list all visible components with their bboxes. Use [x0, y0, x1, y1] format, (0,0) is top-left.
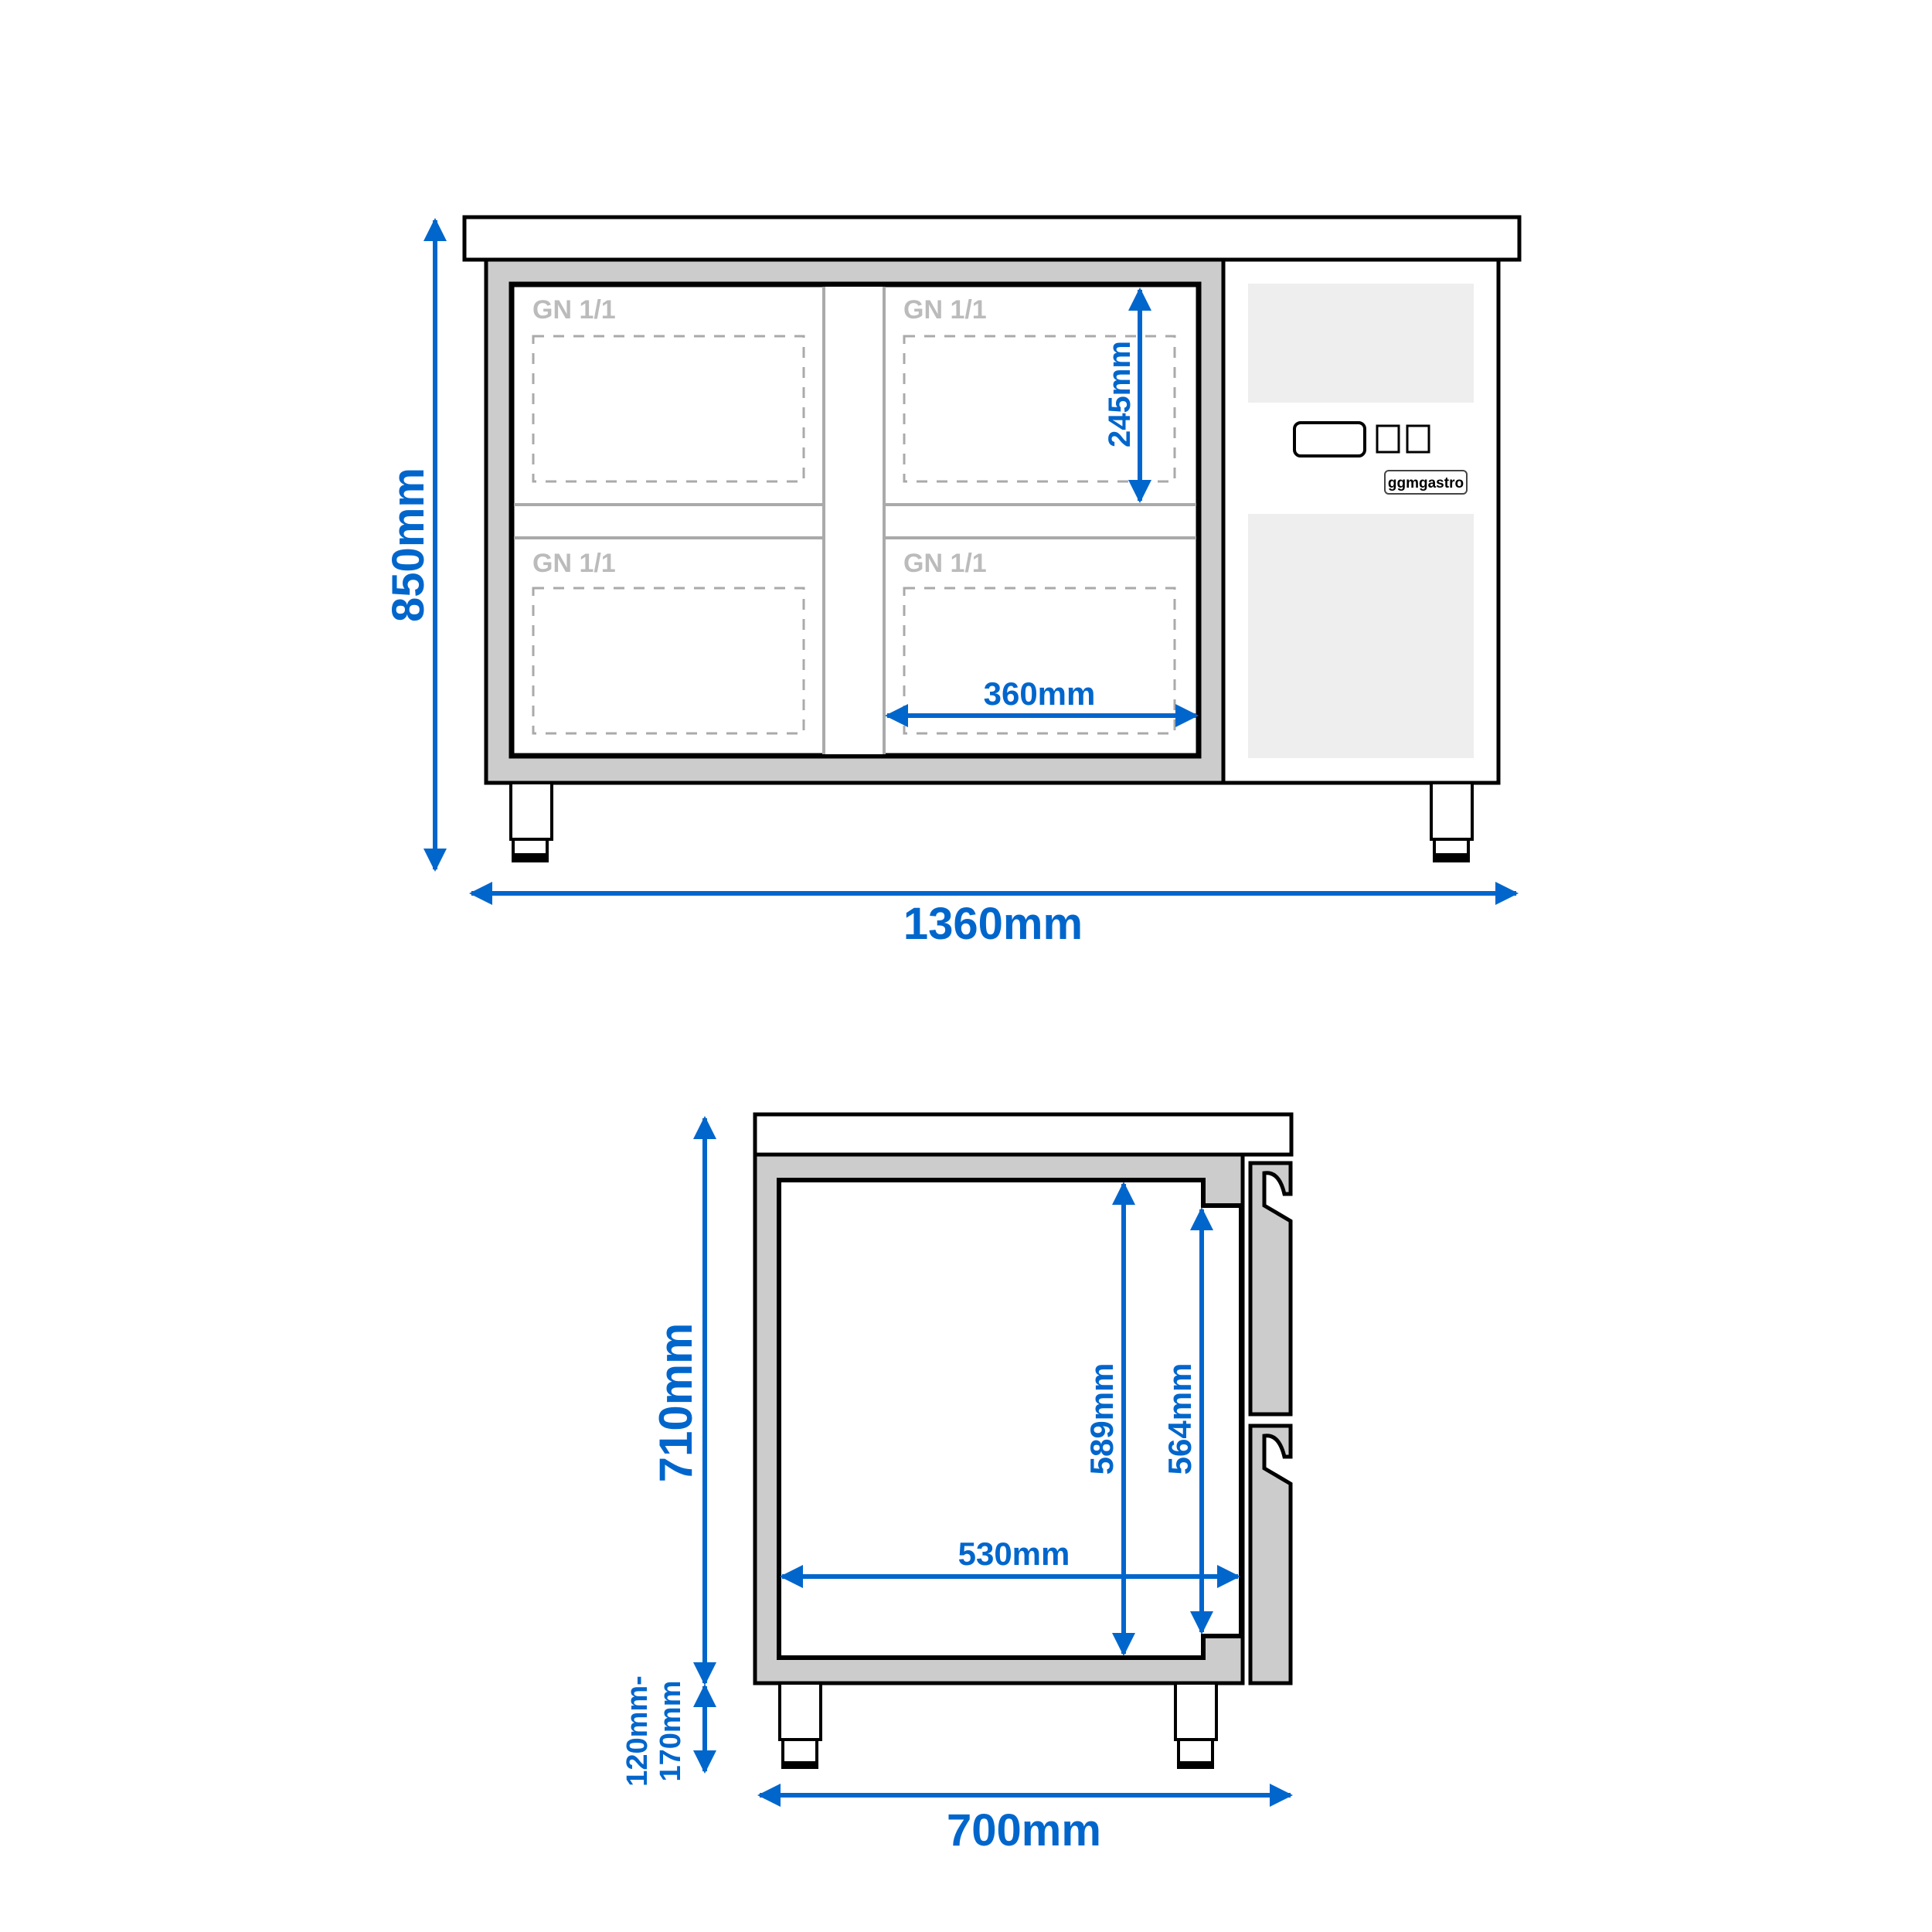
temperature-display — [1293, 421, 1366, 457]
control-button-2 — [1406, 424, 1430, 454]
side-leg-rear — [1174, 1682, 1218, 1769]
side-worktop — [753, 1112, 1294, 1157]
brand-label: ggmgastro — [1388, 475, 1464, 492]
gn-label-bottom-left: GN 1/1 — [532, 549, 616, 578]
front-view: GN 1/1 GN 1/1 GN 1/1 GN 1/1 ggmgastro 85… — [383, 215, 1522, 949]
side-view: 710mm 120mm- 170mm 700mm 530mm 589mm 564… — [621, 1112, 1294, 1855]
interior-height-dimension-label: 589mm — [1083, 1363, 1120, 1475]
door-clear-height-dimension-label: 564mm — [1162, 1363, 1198, 1475]
height-dimension-label: 850mm — [383, 468, 434, 622]
interior-depth-dimension-label: 530mm — [958, 1536, 1070, 1572]
front-worktop — [462, 215, 1522, 262]
body-height-dimension-label: 710mm — [650, 1323, 702, 1483]
gn-label-top-right: GN 1/1 — [903, 295, 987, 325]
side-leg-front — [778, 1682, 822, 1769]
brand-badge — [1384, 470, 1468, 495]
depth-dimension-label: 700mm — [947, 1805, 1101, 1855]
gn-container-top-left — [532, 335, 805, 483]
width-dimension-label: 1360mm — [903, 899, 1083, 949]
front-leg-right — [1430, 781, 1474, 862]
door-profile-lower — [1248, 1423, 1293, 1685]
gn-container-bottom-right — [903, 587, 1176, 735]
gn-label-bottom-right: GN 1/1 — [903, 549, 987, 578]
control-button-1 — [1376, 424, 1400, 454]
container-width-dimension-label: 360mm — [984, 675, 1096, 712]
gn-container-bottom-left — [532, 587, 805, 735]
gn-container-top-right — [903, 335, 1176, 483]
gn-label-top-left: GN 1/1 — [532, 295, 616, 325]
leg-height-dimension-label-line1: 120mm- — [621, 1675, 654, 1787]
door-profile-upper — [1248, 1161, 1293, 1417]
lower-vent-panel — [1248, 514, 1474, 758]
upper-vent-panel — [1248, 284, 1474, 403]
leg-height-dimension-label-line2: 170mm — [655, 1681, 687, 1782]
front-leg-left — [509, 781, 553, 862]
shelf-height-dimension-label: 245mm — [1103, 341, 1137, 447]
